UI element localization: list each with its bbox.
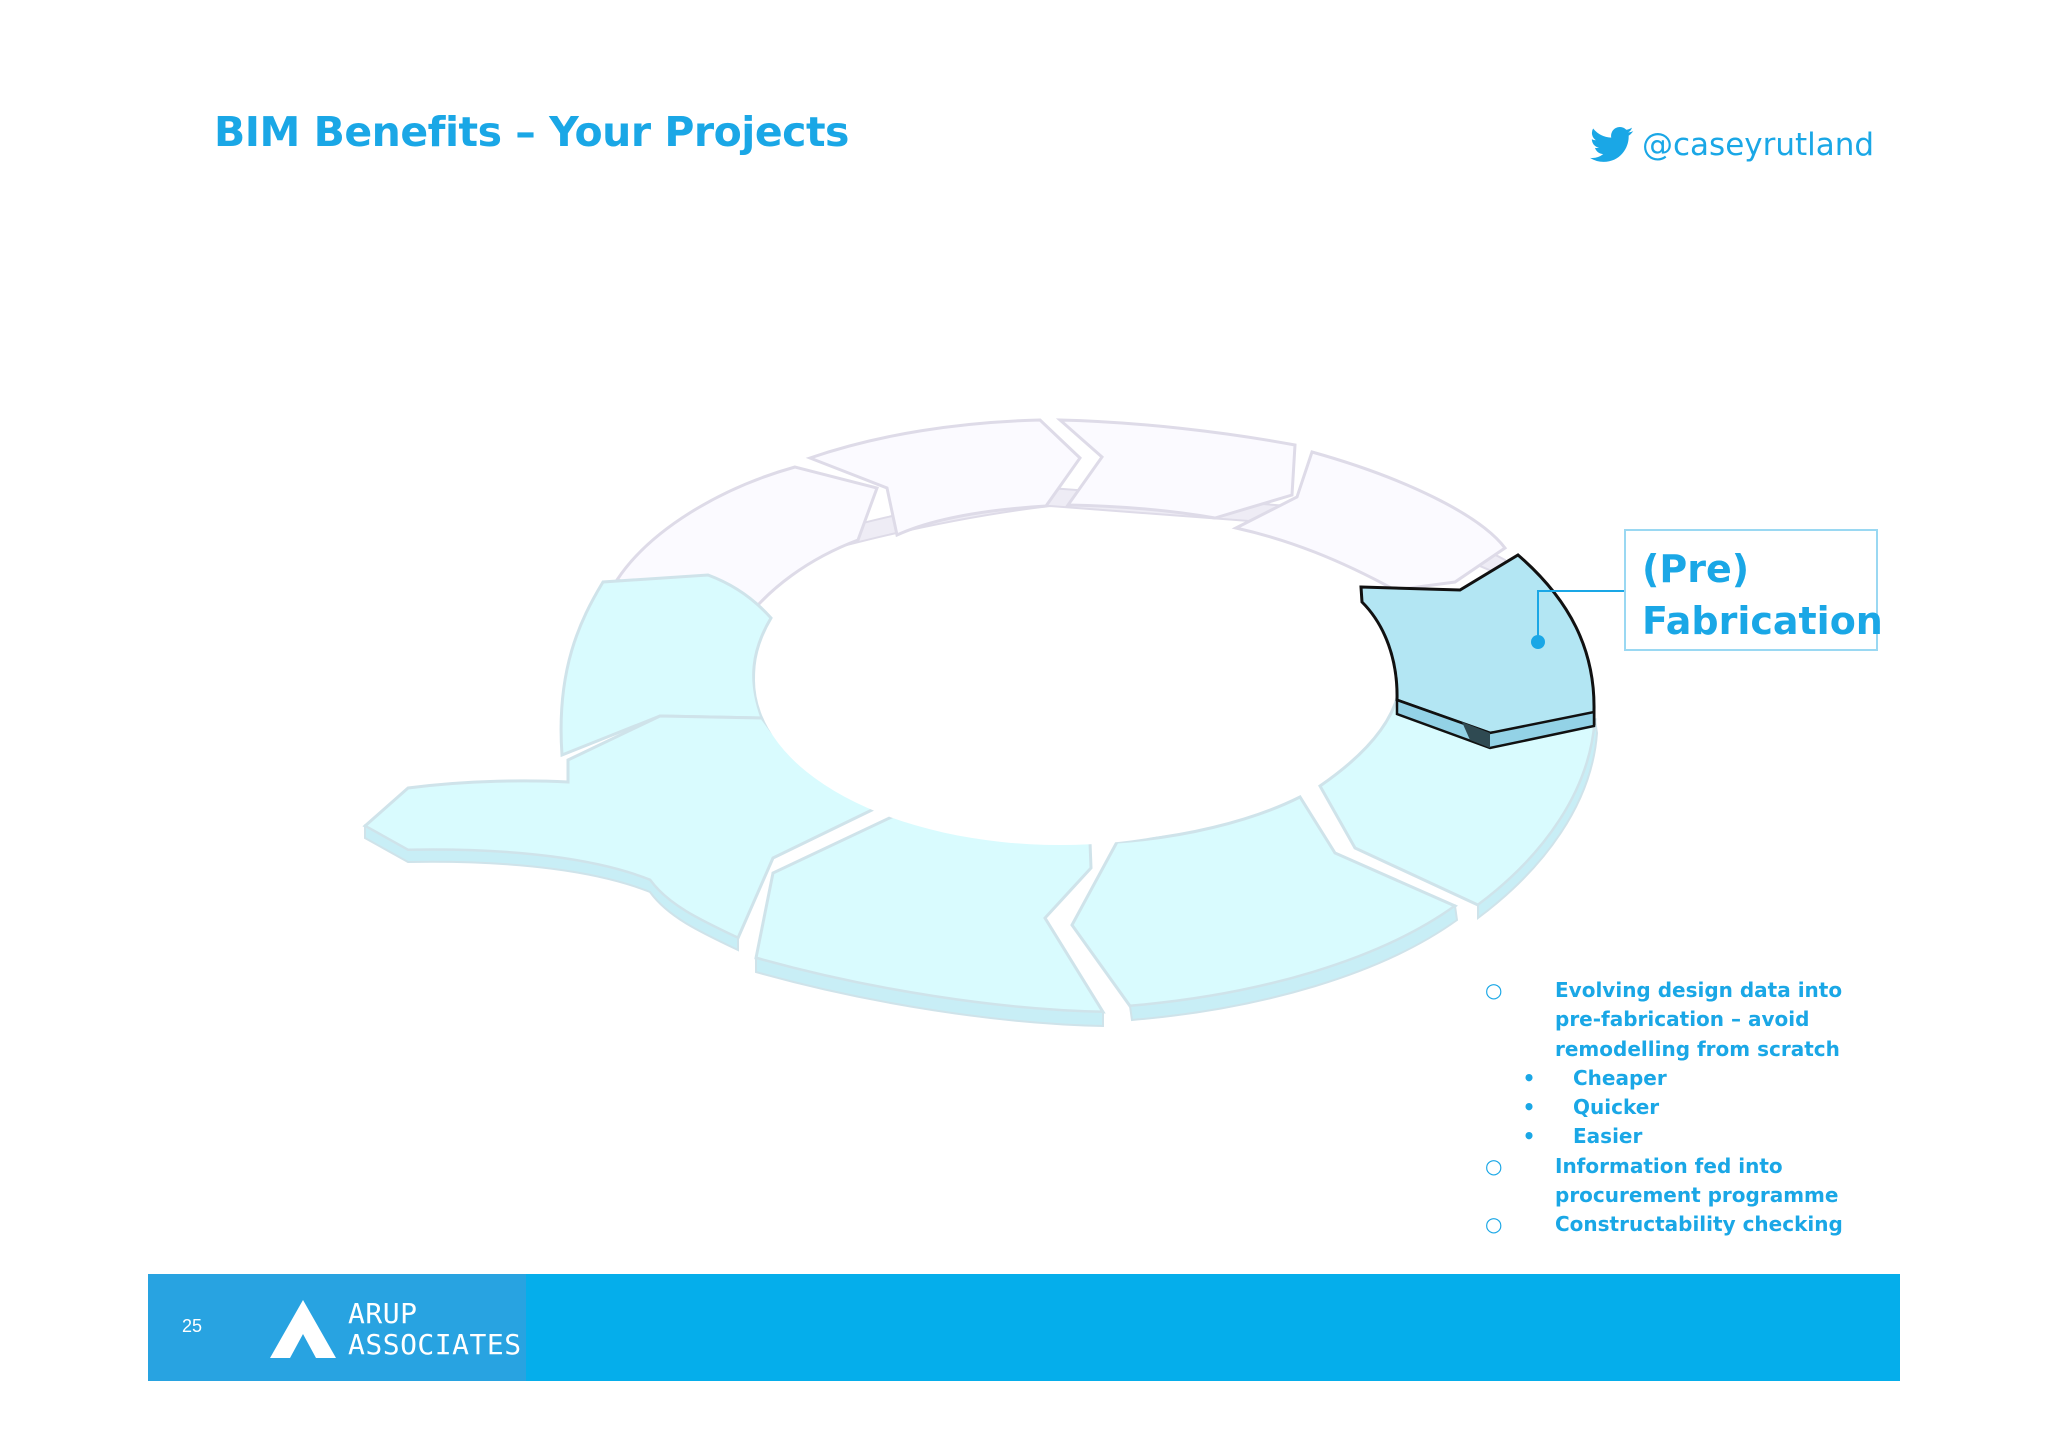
dot-bullet-icon: • <box>1522 1065 1536 1090</box>
segment-active-right <box>1318 692 1599 920</box>
page-number: 25 <box>182 1316 203 1336</box>
segment-inactive-3 <box>1055 418 1297 520</box>
sub-list-item-text: Easier <box>1573 1124 1643 1149</box>
ring-center <box>755 515 1365 845</box>
sub-list-item: • Easier <box>1523 1122 1885 1151</box>
arup-associates-logo-icon <box>270 1300 336 1358</box>
footer-bar: 25 ARUP ASSOCIATES <box>148 1274 1900 1381</box>
handle-text: @caseyrutland <box>1642 127 1875 163</box>
circle-bullet-icon: ○ <box>1485 1212 1503 1237</box>
logo-panel: 25 ARUP ASSOCIATES <box>148 1274 526 1381</box>
sub-list-item: • Cheaper <box>1523 1064 1885 1093</box>
segment-pre-fabrication <box>1359 553 1596 750</box>
logo-line-1: ARUP <box>348 1297 418 1330</box>
segment-active-bottom-1 <box>754 812 1106 1028</box>
pre-fabrication-label-line-1: (Pre) <box>1642 547 1750 591</box>
segment-active-left <box>559 573 773 758</box>
dot-bullet-icon: • <box>1522 1095 1536 1120</box>
list-item: ○ Constructability checking <box>1485 1210 1885 1239</box>
sub-list-item-text: Quicker <box>1573 1095 1660 1120</box>
benefits-list: ○ Evolving design data into pre-fabricat… <box>1485 976 1885 1240</box>
logo-wordmark: ARUP ASSOCIATES <box>348 1298 522 1360</box>
twitter-handle: @caseyrutland <box>1590 126 1874 164</box>
pre-fabrication-label: (Pre) Fabrication <box>1624 529 1883 651</box>
logo-line-2: ASSOCIATES <box>348 1328 522 1361</box>
circle-bullet-icon: ○ <box>1485 1153 1503 1178</box>
segment-inactive-4 <box>1231 450 1508 592</box>
list-item-text: Evolving design data into pre-fabricatio… <box>1555 978 1843 1061</box>
dot-bullet-icon: • <box>1522 1124 1536 1149</box>
twitter-bird-icon <box>1590 126 1634 162</box>
sub-list-item-text: Cheaper <box>1573 1065 1667 1090</box>
sub-list: • Cheaper • Quicker • Easier <box>1523 1064 1885 1152</box>
slide-title: BIM Benefits – Your Projects <box>214 108 849 156</box>
list-item: ○ Information fed into procurement progr… <box>1485 1152 1885 1211</box>
pre-fabrication-label-line-2: Fabrication <box>1642 599 1883 643</box>
callout-leader <box>1531 590 1624 649</box>
segment-inactive-2 <box>805 418 1082 538</box>
sub-list-item: • Quicker <box>1523 1093 1885 1122</box>
circle-bullet-icon: ○ <box>1485 978 1503 1002</box>
segment-active-bottom-2 <box>1070 795 1459 1022</box>
list-item: ○ Evolving design data into pre-fabricat… <box>1485 976 1885 1152</box>
list-item-text: Information fed into procurement program… <box>1555 1153 1839 1208</box>
list-item-text: Constructability checking <box>1555 1212 1843 1237</box>
